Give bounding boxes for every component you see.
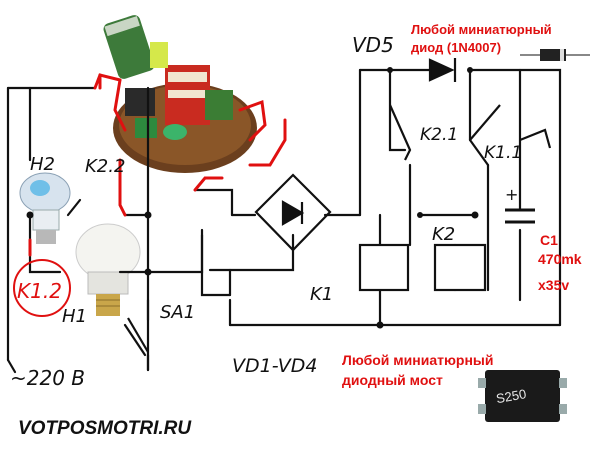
label-c1-voltage: x35v xyxy=(538,277,569,293)
sa1-switch-symbol xyxy=(127,317,149,353)
diode-component-photo xyxy=(520,49,590,61)
bridge-chip-photo xyxy=(478,370,567,422)
label-k22: K2.2 xyxy=(85,156,125,177)
diode-note-line1: Любой миниатюрный xyxy=(411,22,552,37)
label-k11: K1.1 xyxy=(484,143,522,163)
label-mains-voltage: ~220 В xyxy=(10,366,85,390)
junction-dots xyxy=(26,67,479,329)
bridge-note-line2: диодный мост xyxy=(342,372,443,388)
diode-bridge-symbol xyxy=(254,173,332,252)
label-k21: K2.1 xyxy=(420,125,458,145)
relay-coil-k2 xyxy=(433,243,487,292)
label-c1-value: 470mk xyxy=(538,251,582,267)
vd5-diode-symbol xyxy=(428,58,457,82)
black-wires xyxy=(6,68,562,374)
chip-marking: S250 xyxy=(495,386,528,406)
relay-coil-k1 xyxy=(358,243,410,292)
relay-contacts xyxy=(388,104,552,161)
label-k12: K1.2 xyxy=(17,279,62,303)
label-vd1-vd4: VD1-VD4 xyxy=(232,355,318,377)
label-vd5: VD5 xyxy=(352,33,394,57)
label-sa1: SA1 xyxy=(160,302,195,323)
disco-bulb-h2 xyxy=(19,172,71,244)
label-h2: H2 xyxy=(30,154,55,175)
driver-board-photo xyxy=(103,15,257,173)
k12-highlight-circle xyxy=(13,259,71,317)
bridge-note-line1: Любой миниатюрный xyxy=(342,352,493,368)
red-wires xyxy=(28,73,287,257)
diode-note-line2: диод (1N4007) xyxy=(411,40,501,55)
led-bulb-h1 xyxy=(75,223,141,316)
label-k1: K1 xyxy=(310,284,333,305)
site-watermark: VOTPOSMOTRI.RU xyxy=(18,418,192,439)
capacitor-plus-sign: + xyxy=(505,185,518,204)
label-k2: K2 xyxy=(432,224,455,245)
capacitor-c1-symbol xyxy=(505,208,535,224)
label-h1: H1 xyxy=(62,306,87,327)
label-c1-name: C1 xyxy=(540,232,558,248)
